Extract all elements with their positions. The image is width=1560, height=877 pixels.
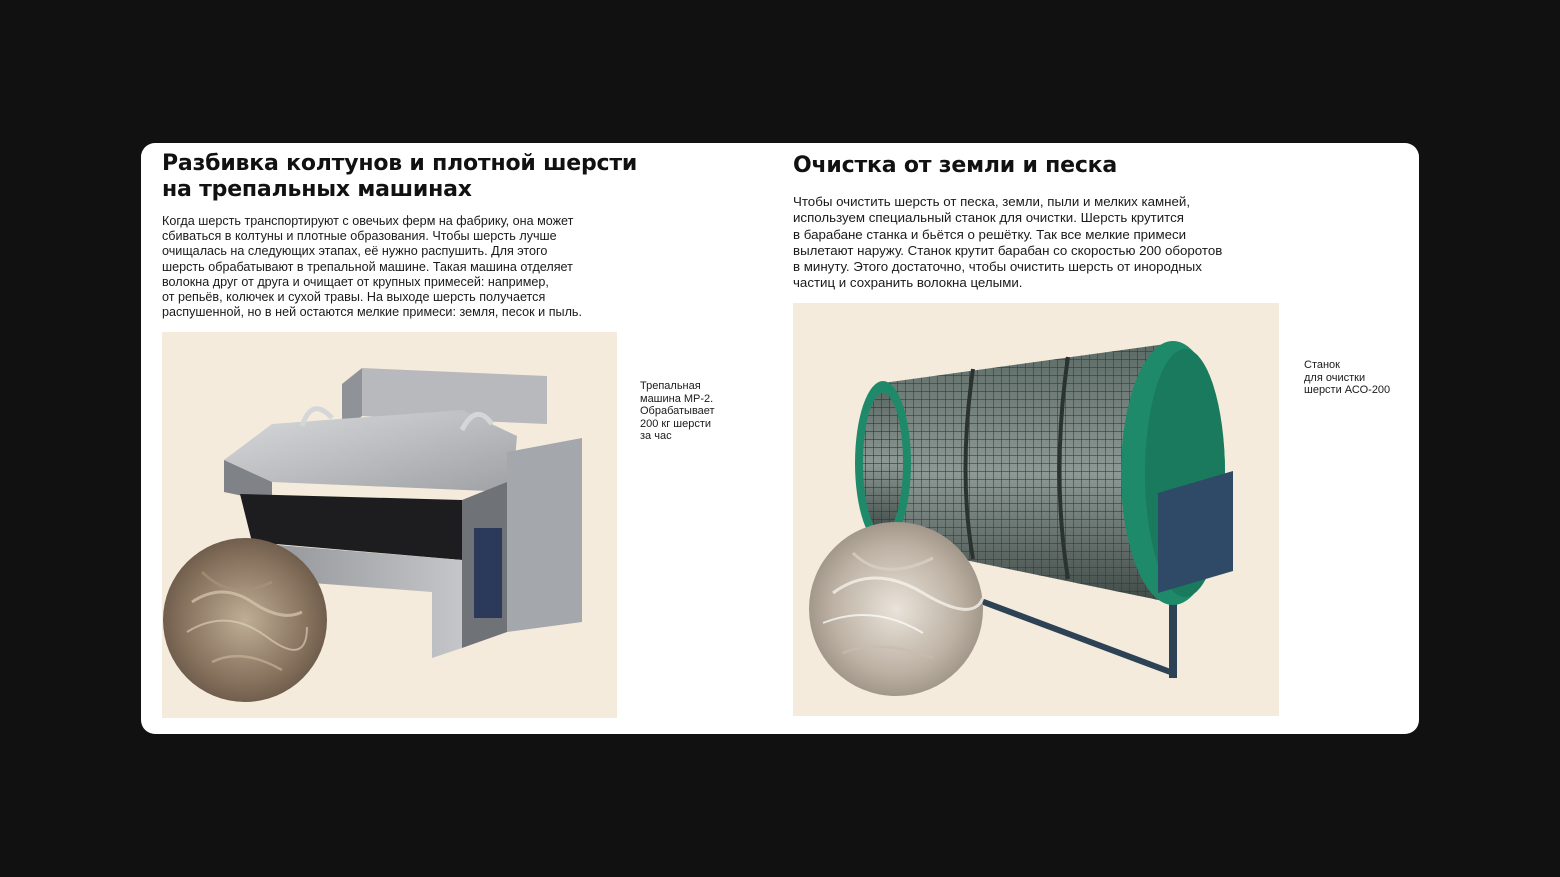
- section-title: Очистка от земли и песка: [793, 153, 1118, 178]
- content-card: Разбивка колтунов и плотной шерсти на тр…: [141, 143, 1419, 734]
- teasing-machine-image: [162, 332, 617, 718]
- image-caption: Станок для очистки шерсти АСО-200: [1304, 359, 1391, 397]
- section-body: Когда шерсть транспортируют с овечьих фе…: [162, 214, 582, 320]
- image-caption: Трепальная машина МР-2. Обрабатывает 200…: [640, 380, 715, 443]
- teasing-machine-illustration: [163, 368, 582, 702]
- drum-cleaner-illustration: [809, 341, 1233, 696]
- section-teasing: Разбивка колтунов и плотной шерсти на тр…: [162, 151, 762, 319]
- section-cleaning: Очистка от земли и песка Чтобы очистить …: [793, 153, 1413, 290]
- section-body: Чтобы очистить шерсть от песка, земли, п…: [793, 194, 1223, 291]
- drum-cleaner-image: [793, 303, 1279, 716]
- section-title: Разбивка колтунов и плотной шерсти на тр…: [162, 151, 638, 202]
